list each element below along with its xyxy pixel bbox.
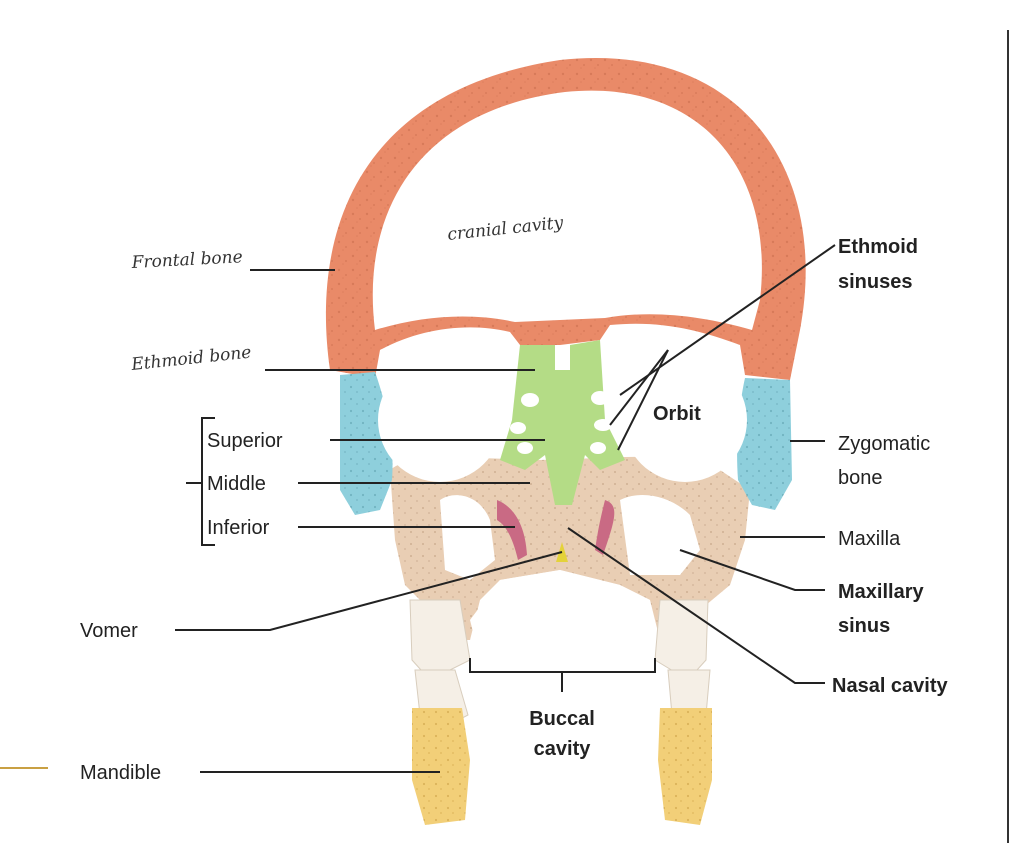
nasal-cavity-leader — [567, 527, 825, 684]
maxillary-sinus-label-line2: sinus — [838, 615, 890, 637]
upper-tooth-left — [409, 599, 471, 681]
conchae-bracket — [201, 417, 215, 546]
ethmoid-sinuses-label-line2: sinuses — [838, 271, 912, 293]
maxillary-sinus-label-line1: Maxillary — [838, 581, 924, 603]
maxilla-shape — [390, 456, 750, 660]
upper-tooth-right — [654, 599, 709, 681]
inferior-concha-right — [595, 500, 615, 555]
inferior-label: Inferior — [207, 517, 270, 539]
inferior-concha-left — [497, 500, 527, 560]
frontal-bone-shape — [325, 57, 806, 380]
orbit-right — [623, 358, 747, 482]
buccal-cavity-label-line1: Buccal — [529, 708, 595, 730]
nasal-cavity-label: Nasal cavity — [832, 675, 949, 697]
zygomatic-bone-right — [737, 378, 792, 510]
orbit-label: Orbit — [653, 403, 701, 425]
zygomatic-label-line1: Zygomatic — [838, 433, 930, 455]
ethmoid-sinuses-leader-2 — [609, 349, 669, 426]
maxilla-label: Maxilla — [838, 528, 901, 550]
buccal-cavity-label-line2: cavity — [534, 738, 592, 760]
buccal-cavity-bracket — [469, 658, 656, 673]
ethmoid-bone-label: Ethmoid bone — [129, 342, 252, 375]
mandible-left — [412, 708, 470, 825]
ethmoid-sinuses-leader-1 — [619, 244, 836, 396]
ethmoid-sinuses-leader-3 — [617, 349, 669, 451]
frontal-bone-label: Frontal bone — [130, 247, 243, 273]
mandible-label: Mandible — [80, 762, 161, 784]
mandible-right — [658, 708, 712, 825]
ethmoid-bone-shape — [500, 340, 625, 505]
middle-label: Middle — [207, 473, 266, 495]
maxillary-sinus-leader — [679, 549, 825, 591]
vomer-label: Vomer — [80, 620, 138, 642]
vomer-leader — [175, 551, 563, 631]
ethmoid-sinuses-label-line1: Ethmoid — [838, 236, 918, 258]
superior-label: Superior — [207, 430, 283, 452]
orbit-left — [378, 358, 502, 482]
zygomatic-label-line2: bone — [838, 467, 883, 489]
